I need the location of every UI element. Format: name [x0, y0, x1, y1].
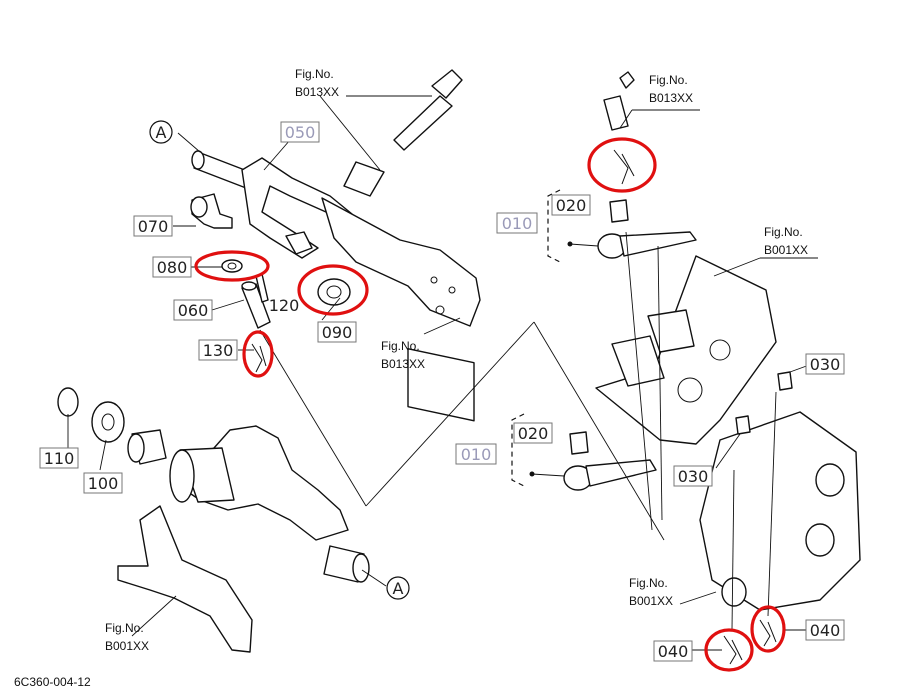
- elbow-end: [190, 196, 208, 218]
- sleeve: [343, 161, 385, 197]
- ref-mark-a-top: A: [156, 123, 167, 142]
- bracket-dot: [567, 241, 573, 247]
- pedal-arm: [117, 505, 253, 653]
- fig-ref-2-line2: B013XX: [381, 357, 425, 371]
- part-label-130: 130: [203, 341, 234, 360]
- fig-ref-4-line1: Fig.No.: [764, 225, 803, 239]
- snap-ring-110: [57, 387, 79, 417]
- part-label-030-lower: 030: [678, 467, 709, 486]
- mount-block: [407, 348, 475, 422]
- lever-arm: [619, 231, 697, 257]
- housing-port: [805, 523, 835, 557]
- part-label-100: 100: [88, 474, 119, 493]
- bracket-arm: [321, 197, 481, 327]
- fig-ref-3-line1: Fig.No.: [649, 73, 688, 87]
- block-hole: [430, 276, 438, 284]
- part-label-080: 080: [157, 258, 188, 277]
- part-label-020-upper: 020: [556, 196, 587, 215]
- housing-port: [815, 463, 845, 497]
- fig-ref-6-line1: Fig.No.: [105, 621, 144, 635]
- lever-arm-lower: [585, 459, 657, 487]
- fig-ref-5-line2: B001XX: [629, 594, 673, 608]
- part-label-040-right: 040: [810, 621, 841, 640]
- fig-ref-1-line1: Fig.No.: [295, 67, 334, 81]
- highlight-upper-clip: [587, 137, 657, 193]
- ref-circle-a-bottom: [386, 576, 410, 600]
- hex-nut: [285, 231, 313, 255]
- figure-references: Fig.No. B013XX Fig.No. B013XX Fig.No. B0…: [105, 67, 808, 653]
- pivot-end: [169, 449, 195, 503]
- highlight-markers: [194, 137, 786, 672]
- fig-ref-1-line2: B013XX: [295, 85, 339, 99]
- upper-left-assembly: [190, 69, 481, 422]
- bushing-bore: [326, 285, 342, 299]
- right-assembly: [563, 71, 861, 665]
- ref-mark-a-bottom: A: [393, 579, 404, 598]
- collar-020-lower: [569, 431, 589, 455]
- collar-020: [609, 199, 629, 223]
- part-label-010-lower: 010: [461, 445, 492, 464]
- ref-circle-a-top: [149, 120, 173, 144]
- part-label-040-left: 040: [658, 642, 689, 661]
- clip-040: [759, 619, 777, 647]
- leader-lines: [67, 95, 818, 651]
- clip-130: [251, 343, 267, 373]
- bolt-030: [777, 371, 793, 391]
- bolt-030: [735, 415, 751, 435]
- fig-ref-3-line2: B013XX: [649, 91, 693, 105]
- part-label-050: 050: [285, 123, 316, 142]
- part-label-060: 060: [178, 301, 209, 320]
- part-label-090: 090: [322, 323, 353, 342]
- highlight-040-right: [750, 605, 786, 653]
- bracket-frame: [241, 157, 353, 259]
- lower-left-assembly: [57, 387, 370, 653]
- shaft-end: [191, 150, 205, 170]
- nut-hole: [227, 262, 237, 270]
- part-label-010-upper: 010: [502, 214, 533, 233]
- highlight-090: [297, 264, 369, 316]
- washer-hole: [101, 413, 115, 431]
- part-label-070: 070: [138, 217, 169, 236]
- fig-ref-5-line1: Fig.No.: [629, 576, 668, 590]
- plate-hole: [677, 377, 703, 403]
- fig-ref-4-line2: B001XX: [764, 243, 808, 257]
- fig-ref-6-line2: B001XX: [105, 639, 149, 653]
- bushing-090: [317, 278, 351, 306]
- block-hole: [435, 305, 445, 315]
- plate-boss: [611, 335, 665, 387]
- bushing-right-end: [352, 553, 370, 583]
- bolt-shank: [393, 95, 453, 151]
- threaded-stud: [603, 95, 629, 131]
- bushing-end: [127, 433, 145, 463]
- highlight-130: [242, 330, 274, 378]
- fig-ref-2-line1: Fig.No.: [381, 339, 420, 353]
- stud-top: [619, 71, 635, 89]
- washer-100: [91, 401, 125, 443]
- block-hole: [448, 286, 456, 294]
- pin-head: [241, 281, 257, 291]
- part-label-120: 120: [269, 296, 300, 315]
- highlight-080: [194, 250, 270, 282]
- pump-housing: [699, 411, 861, 611]
- part-label-030-upper: 030: [810, 355, 841, 374]
- bracket-dot: [529, 471, 535, 477]
- housing-port: [721, 577, 747, 607]
- part-label-110: 110: [44, 449, 75, 468]
- part-labels: 050 070 080 060 120 090 130 110 100 010 …: [39, 121, 845, 662]
- plate-hole: [709, 339, 731, 361]
- highlight-040-left: [704, 628, 754, 672]
- nut-080: [221, 259, 243, 273]
- clip-040: [723, 635, 743, 665]
- plate-boss: [647, 309, 695, 353]
- bolt-top: [431, 69, 463, 99]
- drawing-code: 6C360-004-12: [14, 675, 91, 689]
- part-label-020-lower: 020: [518, 424, 549, 443]
- clip: [613, 149, 635, 185]
